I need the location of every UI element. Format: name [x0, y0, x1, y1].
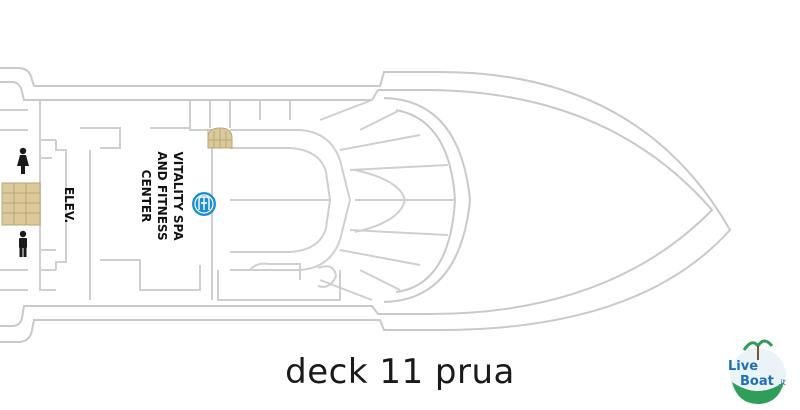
stairs-icon	[207, 127, 233, 149]
interior-walls	[0, 99, 455, 301]
elevators-label: ELEV.	[62, 187, 76, 223]
spa-icon	[192, 192, 216, 216]
spa-label-line-1: VITALITY SPA	[171, 151, 185, 241]
hull-outline	[0, 67, 732, 343]
logo-text-boat: Boat	[740, 374, 774, 389]
woman-restroom-icon	[12, 146, 34, 176]
deck-caption: deck 11 prua	[285, 352, 515, 392]
logo-text-live: Live	[728, 359, 758, 374]
spa-label-line-2: AND FITNESS	[155, 151, 169, 240]
stairs-left	[1, 182, 41, 226]
liveboat-logo: Live Boat .it	[728, 339, 786, 404]
logo-text-suffix: .it	[778, 378, 786, 387]
spa-label-line-3: CENTER	[139, 170, 153, 223]
man-restroom-icon	[12, 230, 34, 260]
spa-label: VITALITY SPA AND FITNESS CENTER	[139, 151, 185, 241]
